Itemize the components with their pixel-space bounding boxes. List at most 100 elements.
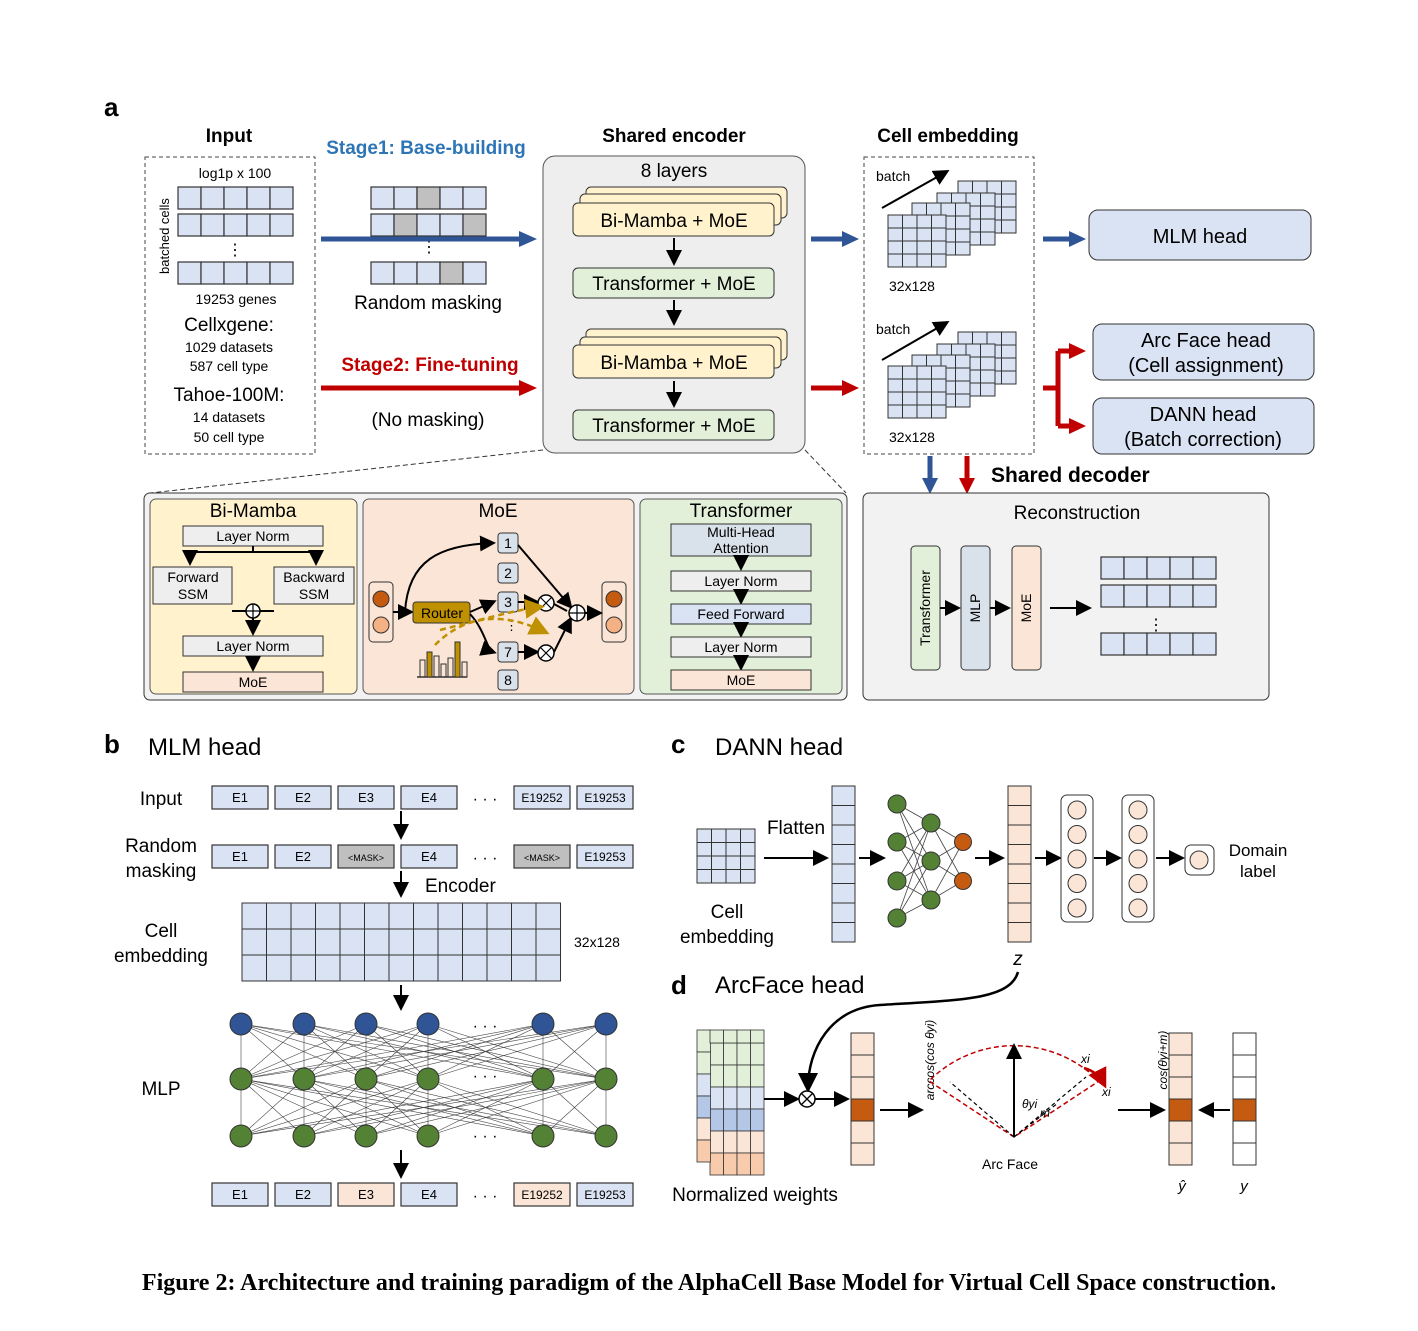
token-box	[337, 785, 395, 810]
arrow-head	[842, 231, 859, 247]
vector-cell	[1232, 1120, 1257, 1144]
stage1-arrow-head	[519, 231, 537, 247]
token-box	[400, 844, 458, 869]
weight-cell	[709, 1029, 724, 1044]
z-cell	[1007, 863, 1032, 884]
embedding-cell	[1001, 370, 1017, 385]
batch-label-1: batch	[876, 168, 910, 184]
embedding-cell	[980, 192, 996, 207]
embedding-cell	[955, 367, 971, 382]
embedding-cell	[931, 214, 947, 229]
mlp-edge	[427, 1023, 607, 1080]
embedding-cell	[437, 928, 463, 956]
embedding-cell	[1001, 219, 1017, 234]
mlp-node	[292, 1012, 316, 1036]
embedding-cell	[902, 240, 918, 255]
mlm-head-label: MLM head	[1153, 226, 1248, 248]
embedding-cell	[916, 378, 932, 393]
mlp-network	[229, 1012, 618, 1148]
mlp-edge	[303, 1078, 607, 1137]
embedding-cell	[290, 902, 316, 930]
embedding-cell	[315, 928, 341, 956]
cell	[200, 261, 225, 285]
layer-node	[1067, 800, 1087, 820]
cell	[200, 186, 225, 210]
embedding-cell	[902, 227, 918, 242]
token-box	[400, 1182, 458, 1207]
embedding-cell	[437, 902, 463, 930]
mlp-node	[292, 1067, 316, 1091]
mlp-node	[292, 1124, 316, 1148]
cell	[1146, 584, 1171, 608]
token-label: E2	[295, 849, 311, 864]
embedding-cell	[413, 954, 439, 982]
expert-3: 3	[497, 591, 519, 613]
mlp-node	[531, 1012, 555, 1036]
weight-cell	[696, 1095, 711, 1119]
label-vector	[1232, 1032, 1257, 1166]
arcface-head-box	[1092, 323, 1315, 381]
bimamba-detail-title: Bi-Mamba	[210, 501, 297, 522]
backward-ssm-label-2: SSM	[299, 586, 329, 602]
embedding-cell	[486, 928, 512, 956]
weight-cell	[696, 1029, 711, 1053]
embedding-cell	[916, 214, 932, 229]
vector-cell	[1168, 1076, 1193, 1100]
arrow-head	[1069, 418, 1086, 434]
ellipsis: · · ·	[473, 791, 498, 808]
embedding-cell	[241, 954, 267, 982]
embedding-title: Cell embedding	[877, 126, 1018, 147]
embedding-box	[863, 156, 1035, 455]
flat-cell	[831, 785, 856, 806]
embedding-cell	[887, 214, 903, 229]
token-label: E4	[421, 849, 437, 864]
embedding-cell	[696, 842, 712, 857]
embedding-cell	[980, 356, 996, 371]
embedding-cell	[725, 828, 741, 843]
cell	[223, 186, 248, 210]
arcface-head-label: Arc Face head	[1141, 330, 1271, 352]
cos-margin-label: cos(θyi+m)	[1156, 1031, 1170, 1090]
feed-forward-label: Feed Forward	[697, 606, 784, 622]
net-edge	[930, 841, 964, 901]
mlp-edge	[240, 1078, 367, 1137]
panel-label-c: c	[671, 729, 685, 759]
cell	[223, 261, 248, 285]
embedding-cell	[711, 855, 727, 870]
token-box	[513, 1182, 571, 1207]
arccos-label: arccos(cos θyi)	[923, 1020, 937, 1101]
mlp-node	[229, 1012, 253, 1036]
dims-label-1: 32x128	[889, 278, 935, 294]
weight-cell	[696, 1051, 711, 1075]
cell	[1146, 632, 1171, 656]
xi-label-1: xi	[1080, 1052, 1090, 1066]
token-label: E19252	[521, 791, 563, 805]
flatten-label: Flatten	[767, 818, 825, 839]
embedding-cell	[916, 391, 932, 406]
expert-1: 1	[497, 532, 519, 554]
embedding-cell	[986, 331, 1002, 346]
cell	[1146, 556, 1171, 580]
embedding-cell	[241, 902, 267, 930]
embedding-cell	[725, 842, 741, 857]
vector-cell	[1168, 1120, 1193, 1144]
cell	[1192, 632, 1217, 656]
net-node	[954, 872, 972, 890]
zoom-line-right	[804, 449, 847, 494]
token-box	[513, 844, 571, 869]
svg-text:3: 3	[504, 594, 512, 610]
batch-label-2: batch	[876, 321, 910, 337]
embedding-cell	[957, 331, 973, 346]
embedding-cell	[740, 842, 756, 857]
embedding-cell	[266, 928, 292, 956]
embedding-cell	[955, 202, 971, 217]
embedding-cell	[535, 928, 561, 956]
transformer-block-2	[572, 409, 775, 441]
embedding-cell	[511, 902, 537, 930]
token-label: E1	[232, 1187, 248, 1202]
cell	[246, 186, 271, 210]
cell	[439, 213, 464, 237]
token-label: E19253	[584, 850, 626, 864]
weight-cell	[709, 1130, 724, 1154]
